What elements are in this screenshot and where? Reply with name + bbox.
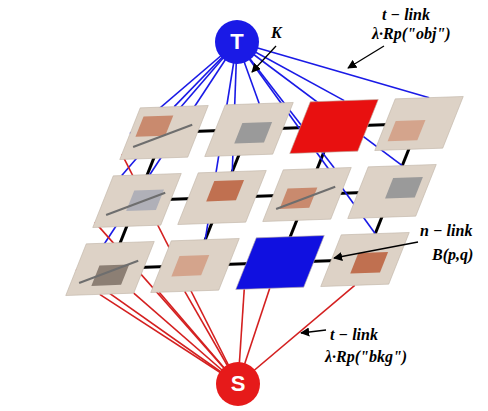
patch-tile bbox=[120, 105, 209, 159]
t-link-line bbox=[237, 42, 429, 98]
image-patch bbox=[290, 99, 379, 153]
image-patch bbox=[120, 105, 209, 159]
terminal-label: T bbox=[230, 29, 243, 55]
patch-tile bbox=[375, 96, 464, 150]
capacity-label: K bbox=[271, 24, 282, 42]
patch-tile bbox=[151, 238, 240, 292]
link-label: B(p,q) bbox=[432, 246, 473, 264]
patch-object bbox=[171, 255, 209, 276]
link-label: λ·Rp("bkg") bbox=[325, 348, 407, 366]
patch-detail bbox=[106, 193, 165, 215]
image-patch bbox=[321, 232, 410, 286]
patch-tile bbox=[236, 235, 325, 289]
image-patch bbox=[93, 173, 182, 227]
patch-detail bbox=[276, 187, 335, 209]
terminal-circle: T bbox=[215, 20, 259, 64]
terminal-circle: S bbox=[216, 362, 260, 406]
terminal-label: S bbox=[231, 371, 246, 397]
image-patch bbox=[263, 167, 352, 221]
patch-tile bbox=[205, 102, 294, 156]
link-label: t − link bbox=[330, 326, 378, 344]
patch-object bbox=[388, 120, 426, 141]
image-patch bbox=[375, 96, 464, 150]
patch-object bbox=[350, 252, 388, 273]
image-patch bbox=[178, 170, 267, 224]
patch-tile bbox=[321, 232, 410, 286]
patch-tile bbox=[263, 167, 352, 221]
patch-tile bbox=[348, 164, 437, 218]
leader-arrow bbox=[348, 46, 384, 68]
patch-object bbox=[91, 264, 129, 285]
image-patch bbox=[151, 238, 240, 292]
patch-object bbox=[234, 122, 272, 143]
image-patch bbox=[236, 235, 325, 289]
patch-tile bbox=[290, 99, 379, 153]
t-link-line bbox=[100, 294, 238, 384]
link-label: n − link bbox=[420, 222, 472, 240]
image-patch bbox=[348, 164, 437, 218]
leader-arrow bbox=[301, 330, 326, 333]
patch-tile bbox=[178, 170, 267, 224]
patch-object bbox=[206, 180, 244, 201]
link-label: λ·Rp("obj") bbox=[372, 25, 451, 43]
patch-object bbox=[385, 177, 423, 198]
image-patch bbox=[66, 241, 155, 295]
image-patch bbox=[205, 102, 294, 156]
patch-tile bbox=[93, 173, 182, 227]
patch-tile bbox=[66, 241, 155, 295]
patch-detail bbox=[133, 125, 192, 147]
patch-detail bbox=[79, 261, 138, 283]
link-label: t − link bbox=[382, 6, 430, 24]
leader-arrow bbox=[334, 242, 418, 258]
